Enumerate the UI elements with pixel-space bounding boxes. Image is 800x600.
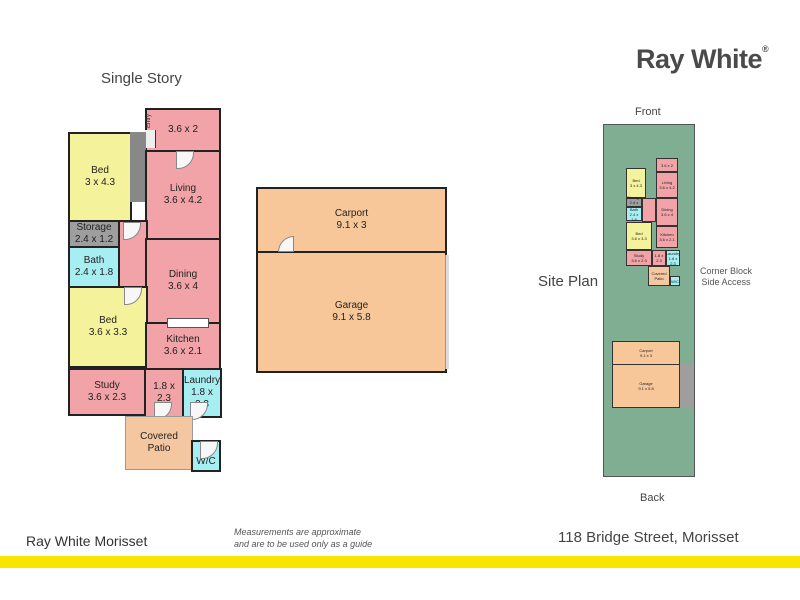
site-laundry-name: Laundry bbox=[665, 250, 681, 256]
room-bed-1: Bed 3 x 4.3 bbox=[68, 132, 132, 222]
site-wc-label: W/C bbox=[671, 278, 679, 284]
corner-block-line: Corner Block bbox=[700, 266, 753, 276]
site-living-dim: 3.6 x 4.2 bbox=[659, 185, 675, 190]
footer-agency: Ray White Morisset bbox=[26, 533, 148, 549]
site-patio-name-2: Patio bbox=[654, 276, 664, 281]
wc-label: W/C bbox=[196, 456, 216, 467]
room-3.6x2-dim: 3.6 x 2 bbox=[167, 124, 199, 135]
room-bath: Bath 2.4 x 1.8 bbox=[68, 246, 120, 288]
side-access-line: Side Access bbox=[701, 277, 751, 287]
kitchen-bench-icon bbox=[167, 318, 209, 328]
kitchen-dim: 3.6 x 2.1 bbox=[163, 346, 203, 357]
entry-door-icon bbox=[145, 130, 156, 148]
hall-dim: 1.8 x 2.3 bbox=[153, 381, 175, 404]
patio-name: Covered bbox=[140, 431, 178, 442]
bed-1-name: Bed bbox=[91, 165, 109, 176]
site-garage-name: Garage bbox=[639, 381, 653, 386]
laundry-name: Laundry bbox=[183, 375, 221, 386]
site-carport-name: Carport bbox=[639, 348, 653, 353]
study-dim: 3.6 x 2.3 bbox=[87, 392, 127, 403]
bath-name: Bath bbox=[83, 255, 105, 266]
site-storage-name: Storage bbox=[627, 195, 642, 200]
disclaimer-line-1: Measurements are approximate bbox=[234, 527, 362, 537]
site-carport-dim: 9.1 x 3 bbox=[639, 353, 652, 358]
site-kitchen-name: Kitchen bbox=[660, 232, 674, 237]
room-storage: Storage 2.4 x 1.2 bbox=[68, 220, 120, 248]
room-kitchen: Kitchen 3.6 x 2.1 bbox=[145, 322, 221, 370]
bed-2-dim: 3.6 x 3.3 bbox=[88, 327, 128, 338]
footer-bar bbox=[0, 556, 800, 568]
garage-dim: 9.1 x 5.8 bbox=[332, 312, 371, 323]
storage-name: Storage bbox=[76, 222, 112, 233]
bath-dim: 2.4 x 1.8 bbox=[74, 267, 114, 278]
disclaimer-line-2: and are to be used only as a guide bbox=[234, 539, 373, 549]
room-study: Study 3.6 x 2.3 bbox=[68, 368, 146, 416]
footer-disclaimer: Measurements are approximate and are to … bbox=[234, 526, 372, 550]
site-back-label: Back bbox=[640, 492, 665, 504]
footer-address: 118 Bridge Street, Morisset bbox=[558, 529, 739, 546]
site-dining-dim: 3.6 x 4 bbox=[660, 212, 673, 217]
site-plan-title: Site Plan bbox=[538, 273, 599, 290]
robe-icon bbox=[130, 132, 146, 202]
room-garage: Garage 9.1 x 5.8 bbox=[256, 251, 447, 373]
site-living-name: Living bbox=[661, 180, 673, 185]
study-name: Study bbox=[94, 380, 120, 391]
site-hall-dim: 1.8 x 2.3 bbox=[654, 253, 664, 263]
site-study-dim: 3.6 x 2.3 bbox=[631, 258, 647, 263]
site-room-3.6x2: 3.6 x 2 bbox=[656, 158, 678, 172]
garage-name: Garage bbox=[334, 300, 369, 311]
bed-2-name: Bed bbox=[99, 315, 117, 326]
site-room-3.6x2-dim: 3.6 x 2 bbox=[660, 162, 673, 168]
kitchen-name: Kitchen bbox=[166, 334, 200, 345]
carport-name: Carport bbox=[334, 208, 369, 219]
entry-label: Entry bbox=[146, 113, 153, 129]
carport-dim: 9.1 x 3 bbox=[336, 220, 367, 231]
room-3.6x2: 3.6 x 2 bbox=[145, 108, 221, 152]
site-bath-name: Bath bbox=[629, 206, 639, 212]
site-dining-name: Dining bbox=[661, 207, 673, 212]
room-covered-patio: Covered Patio bbox=[125, 416, 193, 470]
site-bed-2-dim: 3.6 x 3.3 bbox=[631, 236, 647, 241]
logo-text: Ray White bbox=[636, 44, 763, 74]
site-room-hallway bbox=[642, 198, 656, 222]
site-garage-dim: 9.1 x 5.8 bbox=[638, 386, 654, 391]
garage-roller-door-icon bbox=[445, 255, 449, 369]
site-bath-dim: 2.4 x 1.8 bbox=[629, 211, 639, 222]
site-patio-name: Covered bbox=[651, 271, 667, 276]
corner-block-note: Corner Block Side Access bbox=[700, 266, 752, 288]
floorplan-title: Single Story bbox=[101, 70, 182, 87]
site-bed-1-name: Bed bbox=[632, 178, 640, 183]
ray-white-logo: Ray White® bbox=[636, 44, 769, 74]
storage-dim: 2.4 x 1.2 bbox=[74, 234, 114, 245]
dining-name: Dining bbox=[168, 269, 198, 280]
living-dim: 3.6 x 4.2 bbox=[163, 195, 203, 206]
site-front-label: Front bbox=[635, 106, 661, 118]
site-kitchen-dim: 3.6 x 2.1 bbox=[659, 237, 675, 242]
dining-dim: 3.6 x 4 bbox=[167, 281, 199, 292]
site-bed-1-dim: 3 x 4.3 bbox=[629, 183, 642, 188]
site-lot bbox=[603, 124, 695, 477]
site-room-1.8x2.3: 1.8 x 2.3 bbox=[652, 250, 666, 266]
living-name: Living bbox=[169, 183, 197, 194]
site-room-wc: W/C bbox=[670, 276, 680, 286]
site-bed-2-name: Bed bbox=[635, 231, 643, 236]
bed-1-dim: 3 x 4.3 bbox=[84, 177, 116, 188]
site-driveway bbox=[680, 364, 694, 408]
site-study-name: Study bbox=[633, 253, 645, 258]
site-laundry-dim: 1.8 x 2.3 bbox=[668, 255, 678, 266]
patio-name-2: Patio bbox=[147, 443, 171, 454]
room-dining: Dining 3.6 x 4 bbox=[145, 238, 221, 324]
